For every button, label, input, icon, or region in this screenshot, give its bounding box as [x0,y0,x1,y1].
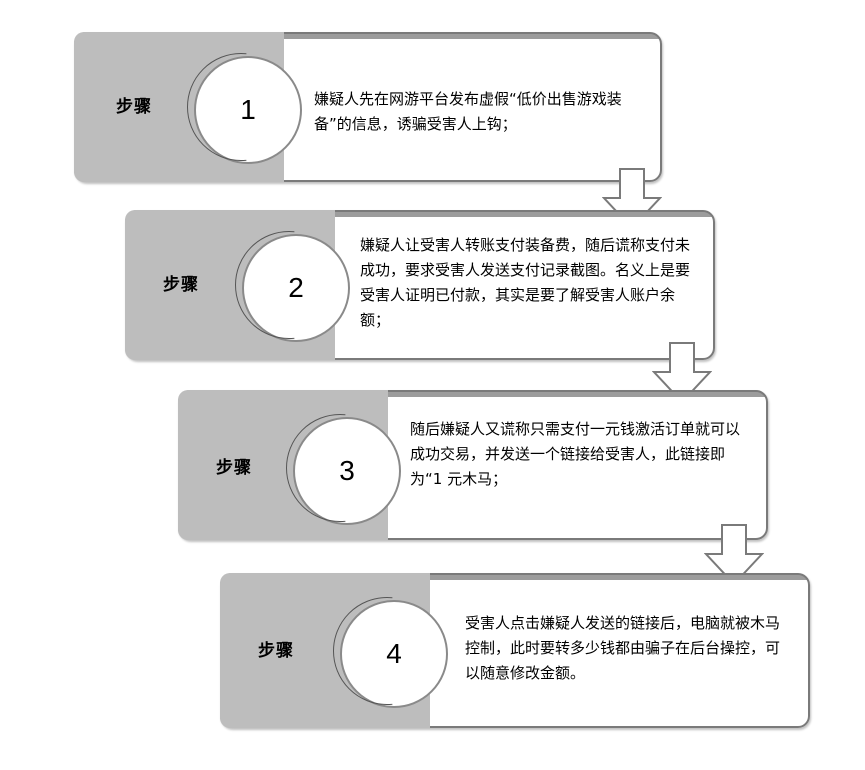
step-label: 步骤 [216,458,252,478]
step-description: 嫌疑人先在网游平台发布虚假“低价出售游戏装备”的信息，诱骗受害人上钩； [314,90,622,133]
step-number-circle: 4 [340,600,448,708]
step-label: 步骤 [163,275,199,295]
step-1: 步骤 1 嫌疑人先在网游平台发布虚假“低价出售游戏装备”的信息，诱骗受害人上钩； [74,32,662,182]
step-number-circle: 1 [194,56,302,164]
down-arrow-icon [652,342,712,404]
step-description: 嫌疑人让受害人转账支付装备费，随后谎称支付未成功，要求受害人发送支付记录截图。名… [360,236,691,329]
step-label: 步骤 [258,641,294,661]
step-2: 步骤 2 嫌疑人让受害人转账支付装备费，随后谎称支付未成功，要求受害人发送支付记… [125,210,715,360]
step-label: 步骤 [116,97,152,117]
step-number: 2 [288,272,304,303]
down-arrow-icon [704,524,764,586]
step-number: 3 [339,455,355,486]
step-number: 4 [386,638,402,669]
step-description: 受害人点击嫌疑人发送的链接后，电脑就被木马控制，此时要转多少钱都由骗子在后台操控… [465,614,781,682]
step-number-circle: 3 [293,417,401,525]
step-4: 步骤 4 受害人点击嫌疑人发送的链接后，电脑就被木马控制，此时要转多少钱都由骗子… [220,573,810,728]
step-3: 步骤 3 随后嫌疑人又谎称只需支付一元钱激活订单就可以成功交易，并发送一个链接给… [178,390,768,540]
step-number: 1 [240,94,256,125]
step-description: 随后嫌疑人又谎称只需支付一元钱激活订单就可以成功交易，并发送一个链接给受害人，此… [410,420,741,488]
step-number-circle: 2 [242,234,350,342]
